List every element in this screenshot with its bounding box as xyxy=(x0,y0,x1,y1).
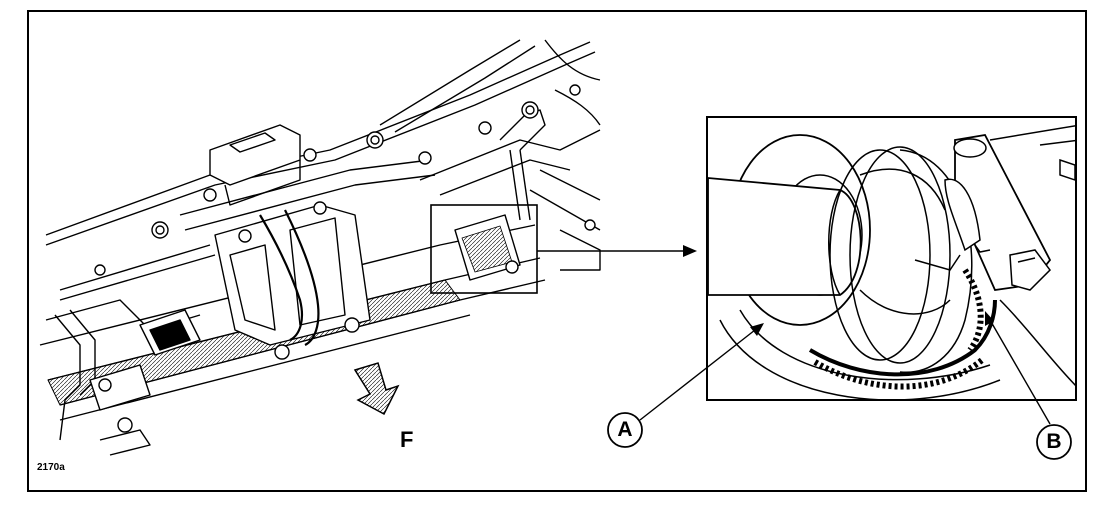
detail-marker-box xyxy=(430,204,538,294)
callout-a-label: A xyxy=(617,418,633,441)
direction-label: F xyxy=(400,427,414,452)
detail-arrowhead xyxy=(683,245,697,257)
forward-direction-arrow xyxy=(353,362,400,416)
callout-b-label: B xyxy=(1046,430,1062,453)
underbody-assembly xyxy=(39,39,601,456)
callout-b xyxy=(985,311,1072,460)
figure-id-label: 2170a xyxy=(37,462,65,473)
callout-a xyxy=(607,323,764,448)
detail-view-drawing xyxy=(708,125,1075,399)
